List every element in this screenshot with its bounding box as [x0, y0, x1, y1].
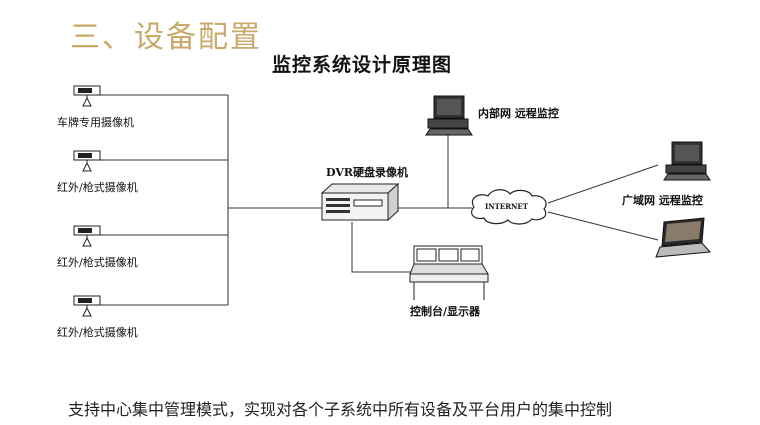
- dvr-recorder-icon: [320, 182, 400, 222]
- camera-icon: [73, 85, 101, 107]
- camera-icon: [73, 150, 101, 172]
- camera-icon: [73, 295, 101, 317]
- camera-label-plate: 车牌专用摄像机: [57, 116, 134, 129]
- dvr-label: DVR硬盘录像机: [326, 166, 409, 179]
- wan-monitor-label: 广域网 远程监控: [622, 194, 703, 207]
- internet-cloud-icon: [471, 189, 547, 225]
- desktop-computer-icon: [425, 95, 473, 136]
- camera-icon: [73, 225, 101, 247]
- internal-monitor-label: 内部网 远程监控: [478, 107, 559, 120]
- laptop-icon: [655, 217, 712, 258]
- footer-caption: 支持中心集中管理模式，实现对各个子系统中所有设备及平台用户的集中控制: [68, 400, 613, 419]
- camera-label-infrared: 红外/枪式摄像机: [57, 256, 138, 269]
- camera-label-infrared: 红外/枪式摄像机: [57, 326, 138, 339]
- section-heading: 三、设备配置: [70, 20, 262, 55]
- console-display-icon: [409, 245, 489, 300]
- wan-desktop-computer-icon: [663, 141, 711, 181]
- console-label: 控制台/显示器: [410, 305, 481, 318]
- connection-lines: [100, 94, 659, 306]
- internet-label: INTERNET: [485, 202, 528, 211]
- camera-label-infrared: 红外/枪式摄像机: [57, 181, 138, 194]
- diagram-title: 监控系统设计原理图: [272, 54, 453, 76]
